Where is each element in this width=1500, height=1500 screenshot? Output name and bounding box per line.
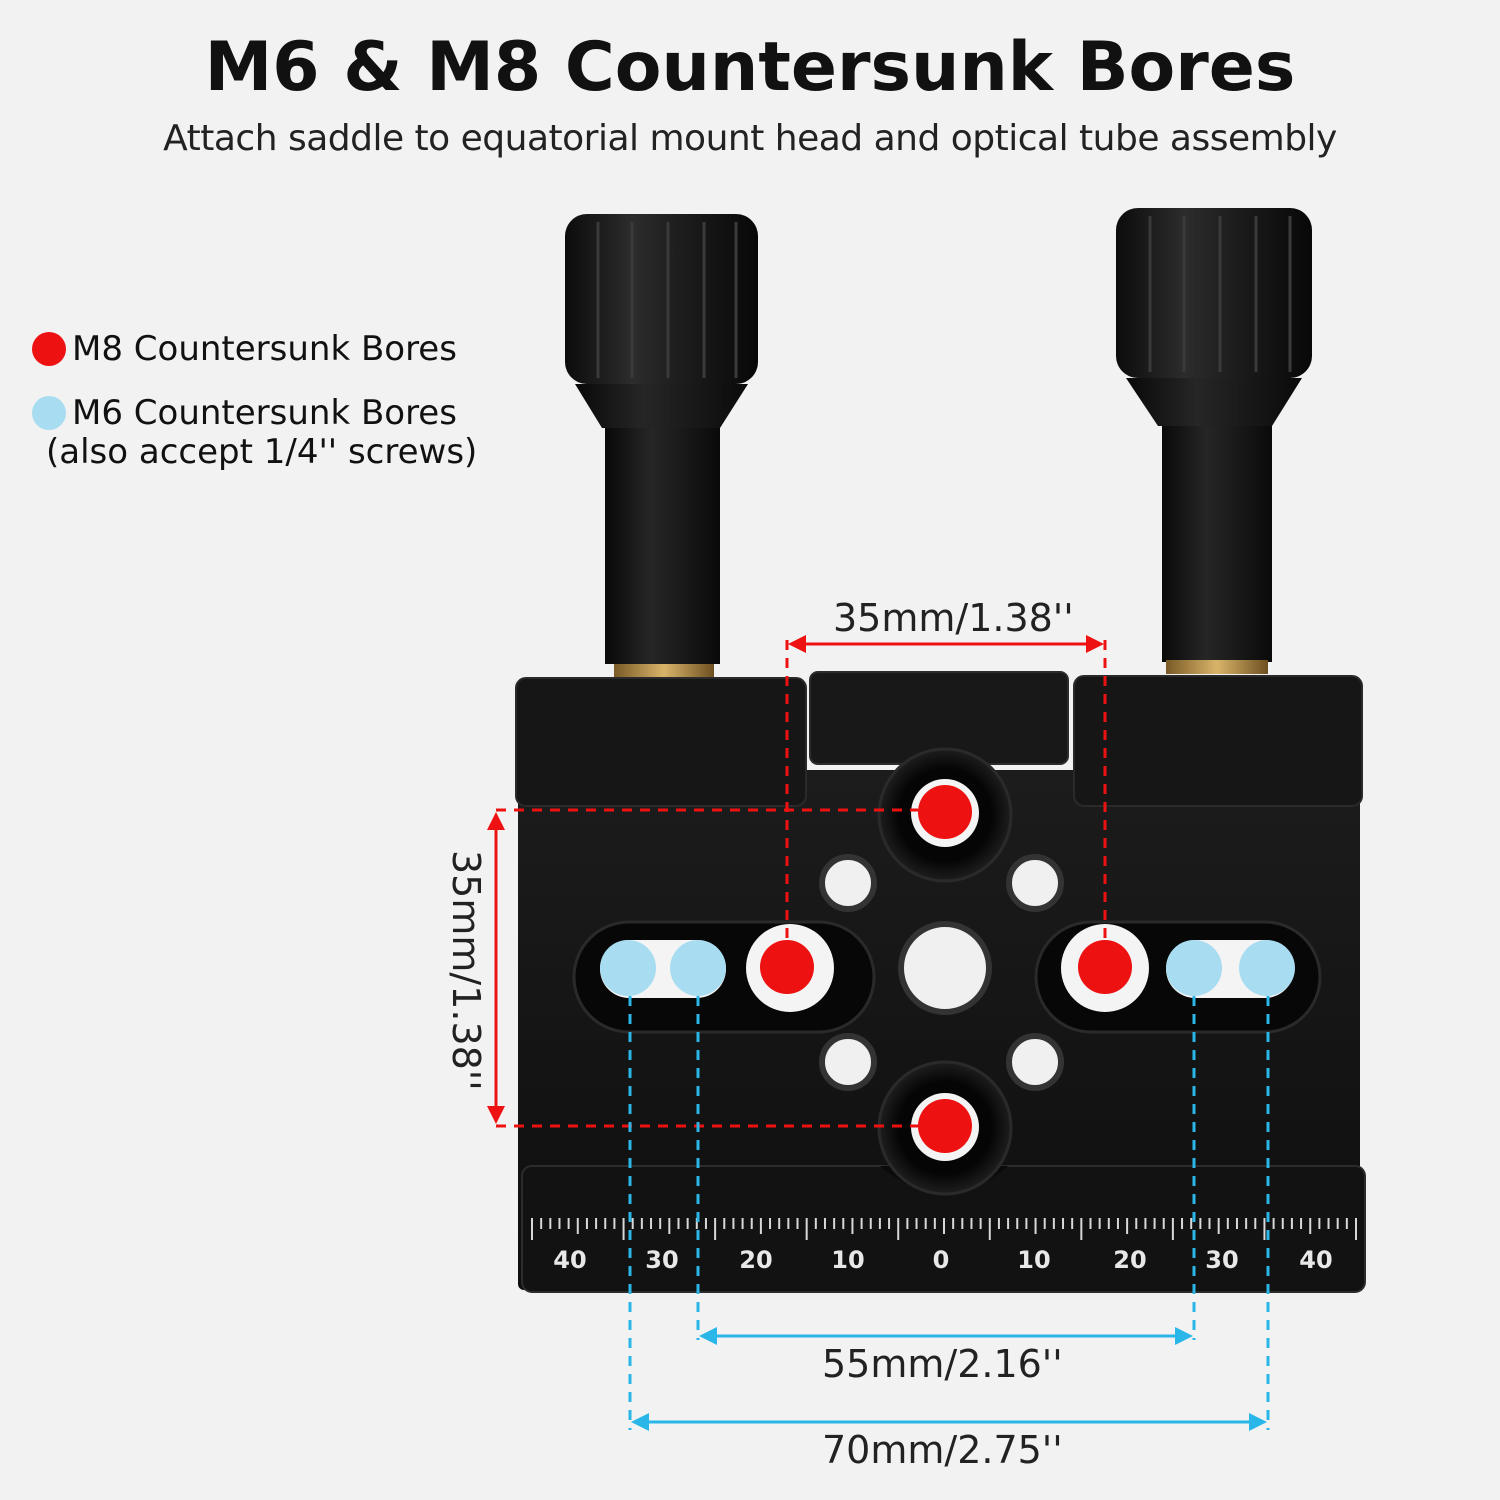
dimension-outer-label: 70mm/2.75'' [822, 1428, 1063, 1472]
ruler-label: 20 [1113, 1246, 1146, 1274]
ruler-label: 40 [553, 1246, 586, 1274]
left-knob [565, 214, 758, 678]
m6-bore-markers [600, 940, 1295, 996]
m8-bore-markers [760, 785, 1132, 1153]
m8-dot-icon [32, 332, 66, 366]
ruler-label: 10 [831, 1246, 864, 1274]
m8-guide-lines [487, 635, 1107, 1128]
ruler-label: 10 [1017, 1246, 1050, 1274]
dimension-inner-label: 55mm/2.16'' [822, 1342, 1063, 1386]
page-title: M6 & M8 Countersunk Bores [204, 28, 1296, 107]
ruler-label: 0 [933, 1246, 950, 1274]
legend-note-m6: (also accept 1/4'' screws) [46, 432, 478, 472]
ruler-label: 40 [1299, 1246, 1332, 1274]
dimension-left-label: 35mm/1.38'' [444, 850, 488, 1091]
ruler-scale [531, 1218, 1357, 1240]
m6-dot-icon [32, 396, 66, 430]
right-knob [1116, 208, 1312, 674]
ruler-label: 20 [739, 1246, 772, 1274]
ruler-label: 30 [1205, 1246, 1238, 1274]
ruler-labels: 40 30 20 10 0 10 20 30 40 [553, 1246, 1332, 1274]
m6-guide-lines [628, 996, 1270, 1431]
dimension-top-label: 35mm/1.38'' [833, 596, 1074, 640]
legend-label-m8: M8 Countersunk Bores [72, 329, 457, 369]
legend-label-m6: M6 Countersunk Bores [72, 393, 457, 433]
ruler-label: 30 [645, 1246, 678, 1274]
page-subtitle: Attach saddle to equatorial mount head a… [163, 118, 1337, 159]
